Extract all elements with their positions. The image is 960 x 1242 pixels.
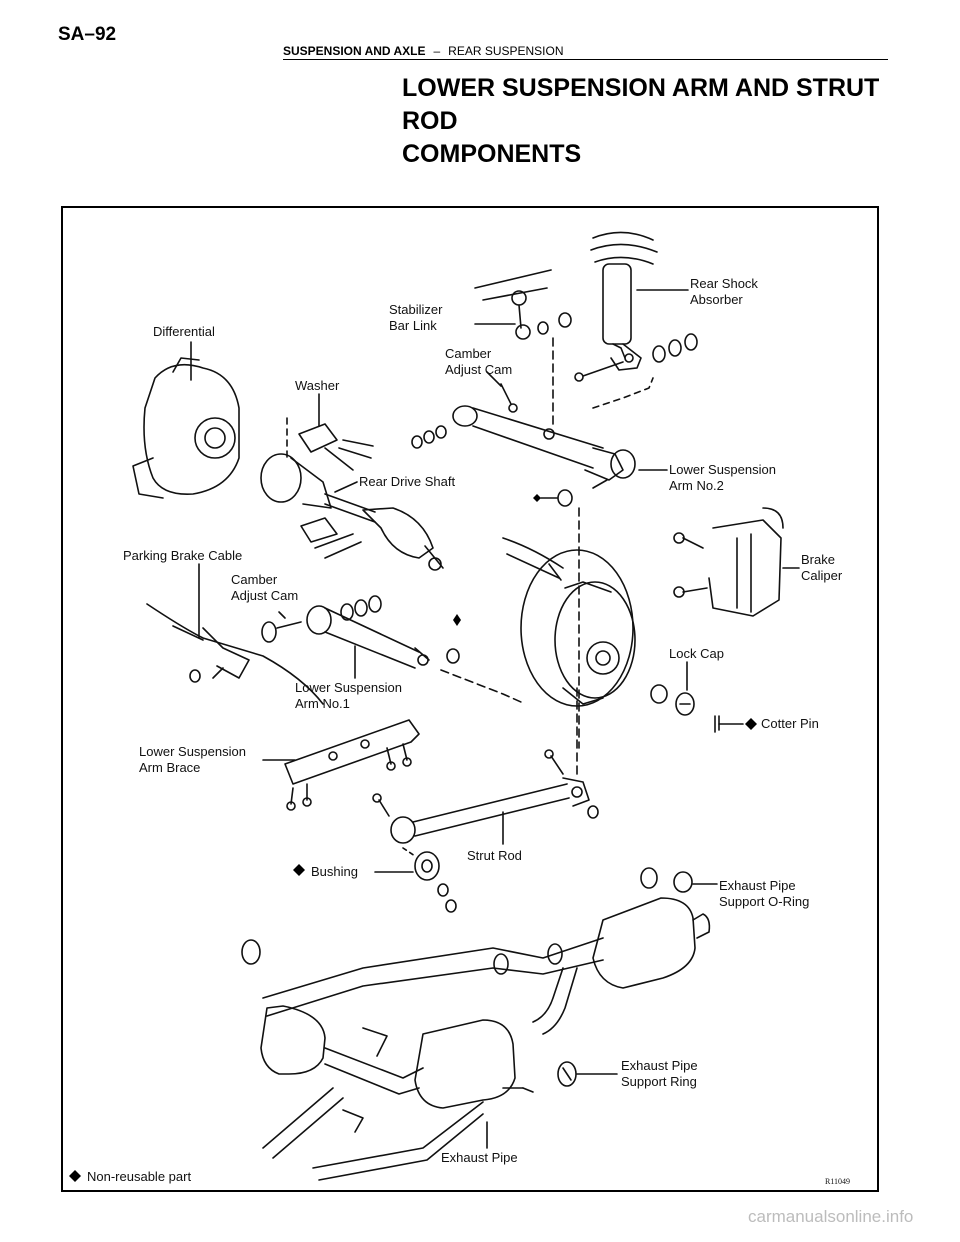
leader-camber-top <box>486 371 502 387</box>
label-brace-2: Arm Brace <box>139 760 200 775</box>
components-figure: Rear Shock Absorber Stabilizer Bar Link … <box>61 206 879 1192</box>
header-rule <box>283 59 888 60</box>
label-rear-shock-2: Absorber <box>690 292 743 307</box>
axle-hub-disc <box>502 537 636 707</box>
title-line-3: COMPONENTS <box>402 140 582 168</box>
leader-camber-low <box>278 611 286 619</box>
bushing-part <box>402 847 457 913</box>
exhaust-ring-left <box>241 939 261 965</box>
label-cotter-pin: Cotter Pin <box>761 716 819 731</box>
exhaust-system <box>260 897 711 1181</box>
label-camber-top-1: Camber <box>445 346 492 361</box>
lower-arm-brace <box>284 719 420 811</box>
label-strut-rod: Strut Rod <box>467 848 522 863</box>
label-camber-low-1: Camber <box>231 572 278 587</box>
rear-drive-shaft <box>260 453 444 571</box>
label-brace-1: Lower Suspension <box>139 744 246 759</box>
label-lower-arm1-2: Arm No.1 <box>295 696 350 711</box>
stabilizer-bar-link <box>474 269 572 340</box>
label-camber-top-2: Adjust Cam <box>445 362 512 377</box>
exploded-view-diagram: Rear Shock Absorber Stabilizer Bar Link … <box>69 231 850 1186</box>
label-parking-brake: Parking Brake Cable <box>123 548 242 563</box>
label-exhaust-ring-1: Exhaust Pipe <box>621 1058 698 1073</box>
label-exhaust-oring-2: Support O-Ring <box>719 894 809 909</box>
shaft-washer-bolts <box>300 517 362 559</box>
page-title: LOWER SUSPENSION ARM AND STRUT ROD COMPO… <box>402 72 879 171</box>
washer-parts <box>298 423 374 471</box>
label-lower-arm2-1: Lower Suspension <box>669 462 776 477</box>
label-brake-2: Caliper <box>801 568 843 583</box>
label-bushing: Bushing <box>311 864 358 879</box>
section-title: SUSPENSION AND AXLE <box>283 44 426 58</box>
label-washer: Washer <box>295 378 340 393</box>
nut-arm2 <box>540 489 573 507</box>
parking-brake-cable <box>146 603 324 705</box>
diamond-marker-arm2 <box>533 494 541 502</box>
label-brake-1: Brake <box>801 552 835 567</box>
subsection-title: REAR SUSPENSION <box>448 44 564 58</box>
camber-cam-top <box>411 383 518 449</box>
watermark: carmanualsonline.info <box>748 1207 914 1226</box>
lower-suspension-arm-2 <box>452 405 636 489</box>
label-exhaust-pipe: Exhaust Pipe <box>441 1150 518 1165</box>
title-line-1: LOWER SUSPENSION ARM AND STRUT <box>402 74 880 102</box>
lower-suspension-arm-1 <box>261 595 460 669</box>
label-rear-shock-1: Rear Shock <box>690 276 758 291</box>
label-rear-drive-shaft: Rear Drive Shaft <box>359 474 455 489</box>
label-legend: Non-reusable part <box>87 1169 191 1184</box>
label-lock-cap: Lock Cap <box>669 646 724 661</box>
label-differential: Differential <box>153 324 215 339</box>
dash-arm2 <box>592 377 654 409</box>
leader-drive-shaft <box>334 481 358 493</box>
strut-rod <box>372 749 599 844</box>
brake-caliper <box>673 507 784 617</box>
label-lower-arm2-2: Arm No.2 <box>669 478 724 493</box>
label-stabilizer-2: Bar Link <box>389 318 437 333</box>
diamond-marker-legend <box>69 1170 81 1182</box>
label-exhaust-oring-1: Exhaust Pipe <box>719 878 796 893</box>
lock-cap-parts <box>650 684 695 716</box>
label-lower-arm1-1: Lower Suspension <box>295 680 402 695</box>
label-exhaust-ring-2: Support Ring <box>621 1074 697 1089</box>
diamond-marker-bushing <box>293 864 305 876</box>
non-reusable-markers <box>69 494 757 1182</box>
title-line-2: ROD <box>402 107 458 135</box>
diamond-marker-arm1 <box>453 614 461 626</box>
running-header: SUSPENSION AND AXLE–REAR SUSPENSION <box>283 44 564 58</box>
diamond-marker-cotter <box>745 718 757 730</box>
header-separator: – <box>433 44 441 58</box>
dash-arm1 <box>440 669 522 703</box>
differential <box>132 357 240 499</box>
label-camber-low-2: Adjust Cam <box>231 588 298 603</box>
exhaust-support-ring <box>557 1061 577 1087</box>
label-stabilizer-1: Stabilizer <box>389 302 443 317</box>
rear-shock-absorber <box>574 231 698 382</box>
figure-code: R11049 <box>825 1177 850 1186</box>
cotter-pin-part <box>714 715 744 733</box>
page-number: SA–92 <box>58 24 117 45</box>
exhaust-o-rings <box>640 867 693 893</box>
